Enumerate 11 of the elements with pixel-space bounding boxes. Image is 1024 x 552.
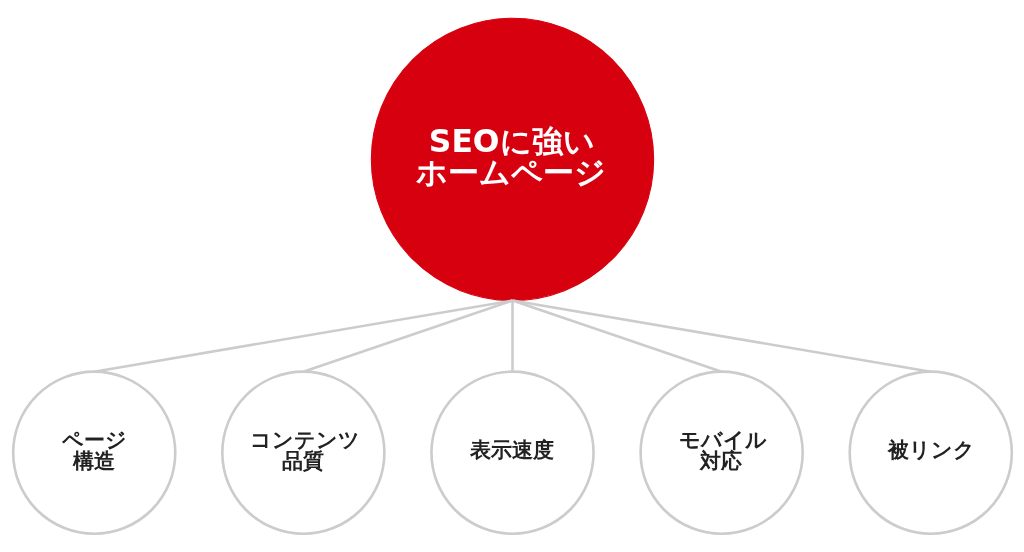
node-circle: コンテンツ品質	[220, 370, 386, 536]
connector	[510, 300, 514, 372]
connector	[302, 299, 513, 373]
node-circle: モバイル対応	[638, 370, 804, 536]
connector	[511, 299, 722, 373]
connector	[93, 299, 513, 373]
node-circle: 被リンク	[847, 370, 1013, 536]
node-circle: 表示速度	[429, 370, 595, 536]
node-circle: SEOに強いホームページ	[370, 17, 654, 302]
connector	[511, 299, 931, 373]
node-circle: ページ構造	[11, 370, 177, 536]
